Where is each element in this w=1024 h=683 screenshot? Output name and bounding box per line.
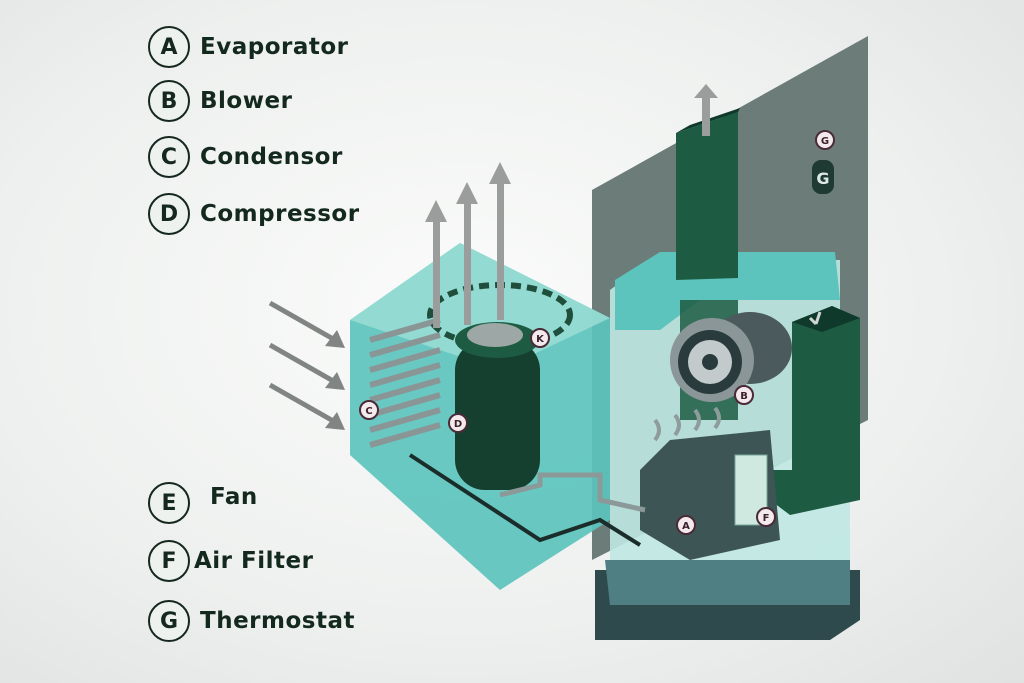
compressor bbox=[455, 322, 540, 490]
condenser-coils bbox=[369, 317, 441, 448]
legend-blower: B Blower bbox=[148, 80, 292, 122]
supply-duct bbox=[676, 112, 738, 280]
svg-text:D: D bbox=[454, 419, 462, 430]
legend-fan: E Fan bbox=[148, 482, 258, 524]
thermostat-device-letter: G bbox=[816, 169, 829, 188]
svg-text:K: K bbox=[536, 334, 545, 345]
legend-condensor: C Condensor bbox=[148, 136, 343, 178]
legend-label: Condensor bbox=[200, 144, 343, 170]
label-evaporator: A bbox=[676, 515, 696, 535]
refrigerant-line bbox=[408, 453, 642, 547]
return-arrow-icon bbox=[808, 311, 822, 326]
thermostat-device bbox=[812, 160, 834, 194]
blower bbox=[670, 312, 792, 402]
legend-badge: D bbox=[148, 193, 190, 235]
legend-compressor: D Compressor bbox=[148, 193, 360, 235]
label-thermostat: G bbox=[815, 130, 835, 150]
legend-label: Air Filter bbox=[194, 548, 314, 574]
label-fan: K bbox=[530, 328, 550, 348]
legend-badge: E bbox=[148, 482, 190, 524]
label-filter: F bbox=[756, 507, 776, 527]
legend-label: Thermostat bbox=[200, 608, 355, 634]
legend-evaporator: A Evaporator bbox=[148, 26, 349, 68]
airflow-up-arrows-icon bbox=[425, 162, 511, 328]
legend-label: Compressor bbox=[200, 201, 360, 227]
svg-text:A: A bbox=[682, 521, 690, 532]
legend-badge: C bbox=[148, 136, 190, 178]
return-duct bbox=[770, 306, 860, 515]
legend-badge: G bbox=[148, 600, 190, 642]
label-blower: B bbox=[734, 385, 754, 405]
legend-badge: B bbox=[148, 80, 190, 122]
svg-text:C: C bbox=[365, 406, 372, 417]
refrigerant-pipe bbox=[499, 472, 646, 513]
svg-text:B: B bbox=[740, 391, 748, 402]
legend-badge: A bbox=[148, 26, 190, 68]
label-compressor: D bbox=[448, 413, 468, 433]
legend-label: Evaporator bbox=[200, 34, 349, 60]
airflow-up-arrow-icon bbox=[694, 84, 718, 136]
label-condenser: C bbox=[359, 400, 379, 420]
legend-badge: F bbox=[148, 540, 190, 582]
svg-text:F: F bbox=[763, 513, 770, 524]
legend-thermostat: G Thermostat bbox=[148, 600, 355, 642]
airflow-in-arrows-icon bbox=[268, 300, 345, 430]
legend-label: Fan bbox=[210, 484, 258, 510]
legend-air-filter: F Air Filter bbox=[148, 540, 313, 582]
svg-text:G: G bbox=[821, 136, 829, 147]
legend-label: Blower bbox=[200, 88, 293, 114]
